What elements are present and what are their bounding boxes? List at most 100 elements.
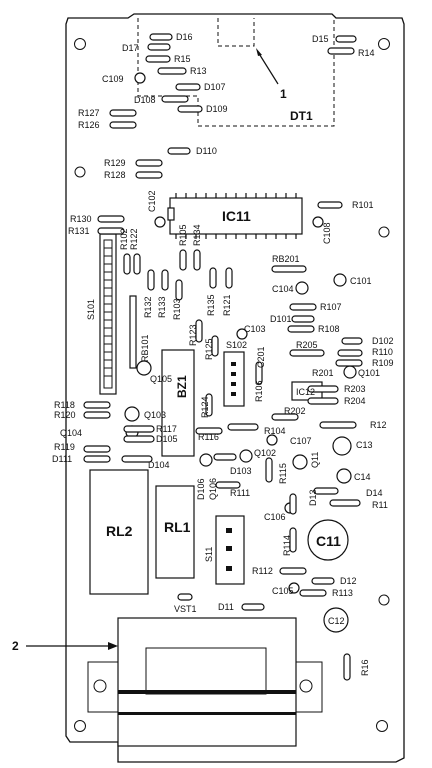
- c103-capacitor: [236, 328, 248, 340]
- label-r103: R103: [172, 298, 182, 320]
- label-r11: R11: [372, 500, 388, 510]
- mount-hole: [93, 679, 107, 693]
- label-c108: C108: [322, 222, 332, 244]
- label-r114: R114: [282, 535, 292, 556]
- label-q11: Q11: [310, 452, 320, 468]
- label-r128: R128: [104, 170, 126, 180]
- label-q104: Q104: [60, 428, 82, 438]
- label-c201: C201: [256, 346, 266, 368]
- label-c103: C103: [244, 324, 266, 334]
- label-d105: D105: [156, 434, 178, 444]
- s102-connector: [223, 351, 245, 407]
- label-q101: Q101: [358, 368, 380, 378]
- q105-transistor: [136, 360, 152, 376]
- label-r134: R134: [192, 224, 202, 246]
- label-r201: R201: [312, 368, 334, 378]
- label-r104: R104: [264, 426, 286, 436]
- board-outline: [65, 13, 405, 763]
- s11-pins: [226, 528, 232, 571]
- mount-hole: [74, 166, 86, 178]
- label-rb201: RB201: [272, 254, 300, 264]
- label-r135: R135: [206, 294, 216, 316]
- mount-hole: [74, 38, 86, 50]
- c107-capacitor: [266, 434, 278, 446]
- label-c105: C105: [272, 586, 294, 596]
- c109-capacitor: [134, 72, 146, 84]
- dt1-inner: [217, 18, 255, 47]
- callout-1-leader: [257, 51, 279, 85]
- label-c12: C12: [328, 616, 345, 626]
- label-d108: D108: [134, 95, 156, 105]
- label-r124: R124: [200, 396, 210, 418]
- transformer-flange-right: [296, 661, 323, 713]
- label-r121: R121: [222, 294, 232, 316]
- label-c109: C109: [102, 74, 124, 84]
- callout-1: 1: [280, 87, 287, 101]
- q102-transistor: [239, 449, 253, 463]
- label-r108: R108: [318, 324, 340, 334]
- label-rl1: RL1: [164, 519, 191, 535]
- label-d110: D110: [196, 146, 217, 156]
- label-r13: R13: [190, 66, 207, 76]
- bz1-buzzer: [161, 349, 195, 457]
- c104-capacitor: [295, 281, 309, 295]
- c11-capacitor: [307, 519, 349, 561]
- label-r115: R115: [278, 463, 288, 484]
- label-r102: R102: [119, 228, 129, 250]
- label-r101: R101: [352, 200, 374, 210]
- mount-hole: [74, 720, 86, 732]
- label-d104: D104: [148, 460, 170, 470]
- mount-hole: [299, 679, 313, 693]
- label-q106: Q106: [208, 478, 218, 500]
- label-r106: R106: [254, 380, 264, 402]
- label-r112: R112: [252, 566, 273, 576]
- label-c14: C14: [354, 472, 371, 482]
- q103-transistor: [124, 406, 140, 422]
- label-d102: D102: [372, 336, 394, 346]
- rb101-resistor-bank: [129, 295, 137, 369]
- label-d103: D103: [230, 466, 252, 476]
- label-r16: R16: [360, 659, 370, 676]
- label-vst1: VST1: [174, 604, 197, 614]
- label-d101: D101: [270, 314, 292, 324]
- label-d107: D107: [204, 82, 226, 92]
- label-r125: R125: [204, 338, 214, 360]
- label-r127: R127: [78, 108, 100, 118]
- label-r205: R205: [296, 340, 318, 350]
- mount-hole: [378, 594, 390, 606]
- c102-capacitor: [154, 216, 166, 228]
- label-r203: R203: [344, 384, 366, 394]
- label-r109: R109: [372, 358, 394, 368]
- label-c104: C104: [272, 284, 294, 294]
- label-r110: R110: [372, 347, 393, 357]
- ic11-chip: [169, 197, 303, 235]
- label-d13: D13: [308, 489, 318, 506]
- mount-hole: [378, 226, 390, 238]
- label-ic11: IC11: [222, 208, 251, 224]
- ic11-notch: [167, 207, 175, 221]
- label-r116: R116: [198, 432, 219, 442]
- label-d15: D15: [312, 34, 329, 44]
- label-s101: S101: [86, 299, 96, 320]
- rl1-relay: [155, 485, 195, 579]
- s102-pins: [231, 362, 236, 396]
- label-s102: S102: [226, 340, 247, 350]
- callout-1-arrowhead: [256, 48, 262, 56]
- label-r133: R133: [157, 296, 167, 318]
- q101-transistor: [343, 365, 357, 379]
- label-r131: R131: [68, 226, 90, 236]
- label-r123: R123: [188, 324, 198, 346]
- rl2-relay: [89, 469, 149, 595]
- label-r126: R126: [78, 120, 100, 130]
- transformer-band: [118, 712, 296, 715]
- transformer-band: [118, 690, 296, 694]
- label-ic12: IC12: [296, 387, 315, 397]
- label-s11: S11: [204, 547, 214, 562]
- label-r117: R117: [156, 424, 177, 434]
- transformer-flange-left: [87, 661, 118, 713]
- label-rl2: RL2: [106, 523, 133, 539]
- mount-hole: [378, 38, 390, 50]
- label-c101: C101: [350, 276, 372, 286]
- label-q102: Q102: [254, 448, 276, 458]
